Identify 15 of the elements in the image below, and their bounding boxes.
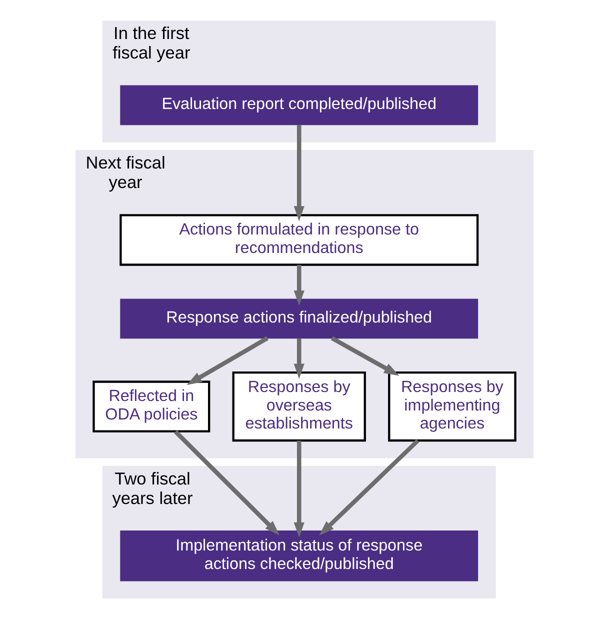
arrow <box>293 124 304 222</box>
node-box: Evaluation report completed/published <box>120 85 478 126</box>
arrow <box>318 439 419 536</box>
node-box: Responses by implementing agencies <box>388 372 516 442</box>
node-box: Reflected in ODA policies <box>92 380 210 432</box>
arrow <box>330 336 399 376</box>
node-box: Actions formulated in response to recommendations <box>119 214 478 266</box>
node-box: Response actions finalized/published <box>120 298 478 339</box>
node-box: Responses by overseas establishments <box>232 372 366 442</box>
node-box: Implementation status of response actions checked/published <box>120 530 478 582</box>
arrow <box>293 338 304 379</box>
arrow <box>186 336 268 385</box>
arrow <box>293 440 304 538</box>
arrow <box>293 264 304 306</box>
arrow <box>173 430 280 536</box>
